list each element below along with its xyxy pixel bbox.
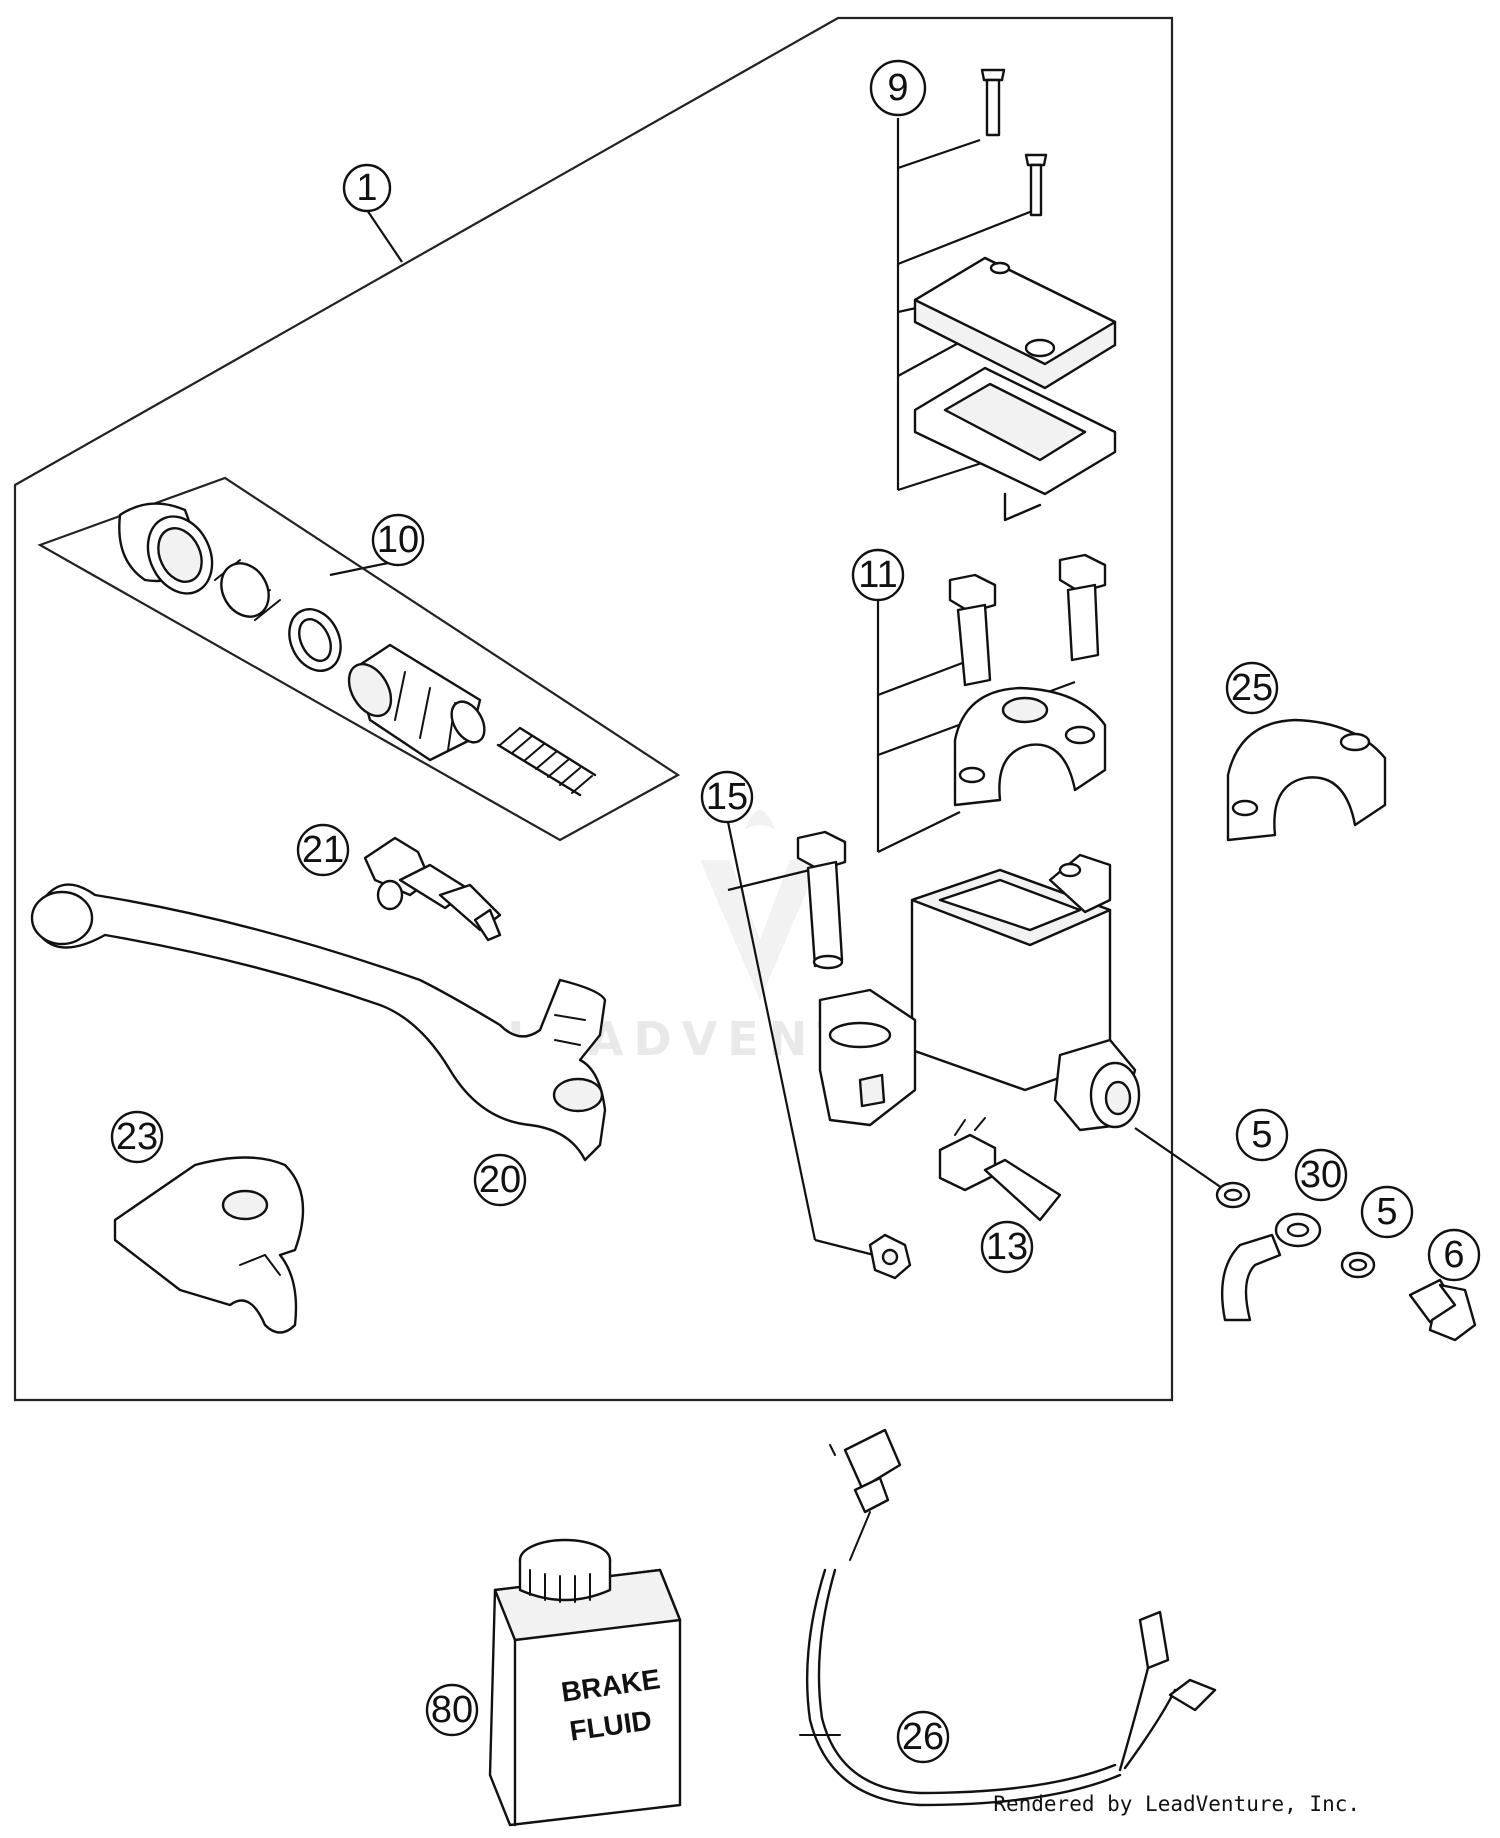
callout-1: 1 bbox=[342, 163, 392, 213]
part-23-lever-guard bbox=[113, 1156, 305, 1334]
callout-30: 30 bbox=[1294, 1148, 1348, 1202]
return-spring bbox=[496, 726, 597, 797]
callout-30-label: 30 bbox=[1300, 1154, 1342, 1196]
callout-9: 9 bbox=[869, 59, 927, 117]
callout-5-b-label: 5 bbox=[1376, 1191, 1397, 1233]
cover-screw-1 bbox=[980, 68, 1006, 137]
part-9-reservoir-cover-set bbox=[913, 68, 1117, 522]
callout-26-label: 26 bbox=[902, 1716, 944, 1758]
part-30-brake-hose bbox=[1220, 1212, 1322, 1322]
part-80-brake-fluid: BRAKE FLUID bbox=[488, 1538, 682, 1827]
part-6-banjo-bolt bbox=[1408, 1278, 1477, 1342]
callout-80: 80 bbox=[425, 1683, 479, 1737]
part-11-clamp-set bbox=[948, 553, 1107, 807]
callout-20-label: 20 bbox=[479, 1159, 521, 1201]
callout-21-label: 21 bbox=[302, 829, 344, 871]
callout-20: 20 bbox=[473, 1153, 527, 1207]
callout-25-label: 25 bbox=[1231, 667, 1273, 709]
piston-boot bbox=[118, 502, 214, 595]
callout-80-label: 80 bbox=[431, 1689, 473, 1731]
callout-5-a: 5 bbox=[1235, 1108, 1289, 1162]
cover-screw-2 bbox=[1024, 153, 1048, 217]
callout-23: 23 bbox=[110, 1110, 164, 1164]
part-5-washer-a bbox=[1215, 1181, 1251, 1209]
callout-6-label: 6 bbox=[1443, 1234, 1464, 1276]
part-26-switch-cable bbox=[799, 1428, 1217, 1807]
master-cylinder-body bbox=[818, 853, 1141, 1132]
piston bbox=[347, 643, 486, 762]
lever-mount bbox=[818, 988, 917, 1127]
callout-11-label: 11 bbox=[858, 554, 897, 596]
callout-26: 26 bbox=[896, 1710, 950, 1764]
callout-1-label: 1 bbox=[356, 167, 377, 209]
watermark-logo-icon bbox=[700, 810, 820, 1000]
handlebar-clamp bbox=[953, 686, 1107, 807]
part-15-pivot-bolt bbox=[796, 830, 847, 970]
callout-5-b: 5 bbox=[1360, 1185, 1414, 1239]
outlet-port bbox=[1053, 1038, 1141, 1132]
callout-5-a-label: 5 bbox=[1251, 1114, 1272, 1156]
clamp-bolt-2 bbox=[1058, 553, 1107, 662]
callout-25: 25 bbox=[1225, 661, 1279, 715]
callout-15-label: 15 bbox=[706, 776, 748, 818]
kit-frame bbox=[13, 16, 1174, 1402]
callout-11: 11 bbox=[851, 548, 905, 602]
pivot-nut bbox=[868, 1233, 912, 1280]
part-21-adjuster bbox=[363, 836, 502, 942]
small-spring bbox=[214, 559, 281, 621]
clamp-bolt-1 bbox=[948, 573, 997, 687]
reservoir-cover bbox=[913, 256, 1117, 390]
callout-13-label: 13 bbox=[986, 1226, 1028, 1268]
callout-23-label: 23 bbox=[116, 1116, 158, 1158]
callouts: 1 9 10 11 25 15 21 23 bbox=[110, 59, 1481, 1764]
part-10-piston-repair-kit bbox=[37, 476, 681, 842]
callout-13: 13 bbox=[980, 1220, 1034, 1274]
callout-6: 6 bbox=[1427, 1228, 1481, 1282]
part-25-handlebar-clamp bbox=[1226, 718, 1387, 842]
credit-text: Rendered by LeadVenture, Inc. bbox=[993, 1792, 1360, 1816]
callout-10-label: 10 bbox=[377, 519, 419, 561]
circlip bbox=[288, 608, 342, 672]
callout-21: 21 bbox=[296, 823, 350, 877]
reservoir-gasket bbox=[913, 366, 1117, 522]
callout-10: 10 bbox=[371, 513, 425, 567]
part-13-brake-switch bbox=[938, 1117, 1062, 1222]
callout-9-label: 9 bbox=[887, 67, 908, 109]
part-5-washer-b bbox=[1340, 1251, 1376, 1279]
part-20-brake-lever bbox=[30, 883, 607, 1162]
callout-15: 15 bbox=[700, 770, 754, 824]
